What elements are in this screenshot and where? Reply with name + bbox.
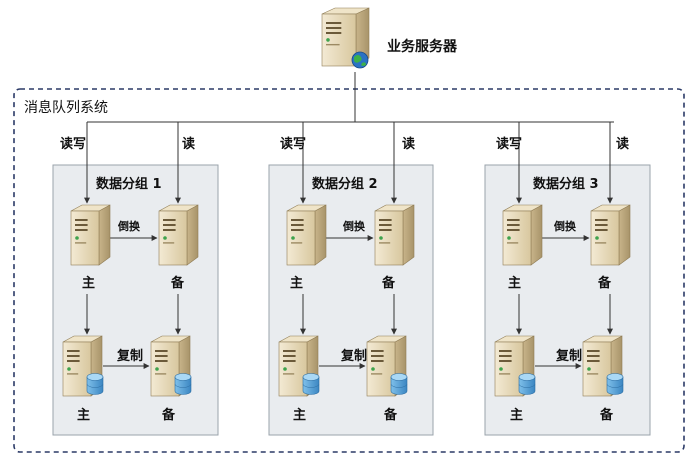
group-title-1: 数据分组 1: [96, 177, 162, 192]
connection-lines: [87, 72, 614, 123]
r-label-1: 读: [182, 137, 196, 152]
master-bottom-label-2: 主: [293, 408, 307, 423]
group-title-3: 数据分组 3: [533, 177, 599, 192]
standby-bottom-label-2: 备: [384, 408, 398, 423]
failover-label-3: 倒换: [554, 220, 576, 233]
database-icon-standby-3: [606, 373, 624, 395]
system-title: 消息队列系统: [24, 100, 108, 116]
rw-label-3: 读写: [496, 137, 523, 152]
master-label-1: 主: [82, 276, 96, 291]
standby-label-3: 备: [598, 276, 612, 291]
globe-icon: [351, 51, 369, 69]
replicate-label-2: 复制: [341, 349, 368, 364]
r-label-3: 读: [616, 137, 630, 152]
standby-bottom-label-1: 备: [162, 408, 176, 423]
database-icon-master-2: [302, 373, 320, 395]
database-icon-standby-1: [174, 373, 192, 395]
master-server-2: [286, 204, 327, 266]
standby-bottom-label-3: 备: [600, 408, 614, 423]
database-icon-master-3: [518, 373, 536, 395]
group-title-2: 数据分组 2: [312, 177, 378, 192]
servers: [62, 7, 631, 397]
app-server: [321, 7, 370, 67]
standby-db-server-2: [366, 335, 407, 397]
master-label-3: 主: [508, 276, 522, 291]
standby-server-1: [158, 204, 199, 266]
app-server-label: 业务服务器: [387, 39, 457, 55]
group-connection-lines: [84, 122, 613, 369]
master-server-3: [502, 204, 543, 266]
standby-label-1: 备: [171, 276, 185, 291]
master-server-1: [70, 204, 111, 266]
system-border: [13, 88, 685, 453]
database-icon-master-1: [86, 373, 104, 395]
failover-label-2: 倒换: [343, 220, 365, 233]
standby-server-3: [590, 204, 631, 266]
database-icon-standby-2: [390, 373, 408, 395]
standby-server-2: [374, 204, 415, 266]
rw-label-2: 读写: [280, 137, 307, 152]
master-bottom-label-1: 主: [77, 408, 91, 423]
standby-label-2: 备: [382, 276, 396, 291]
replicate-label-3: 复制: [556, 349, 583, 364]
r-label-2: 读: [402, 137, 416, 152]
replicate-label-1: 复制: [117, 349, 144, 364]
master-bottom-label-3: 主: [510, 408, 524, 423]
master-label-2: 主: [290, 276, 304, 291]
failover-label-1: 倒换: [118, 220, 140, 233]
rw-label-1: 读写: [60, 137, 87, 152]
